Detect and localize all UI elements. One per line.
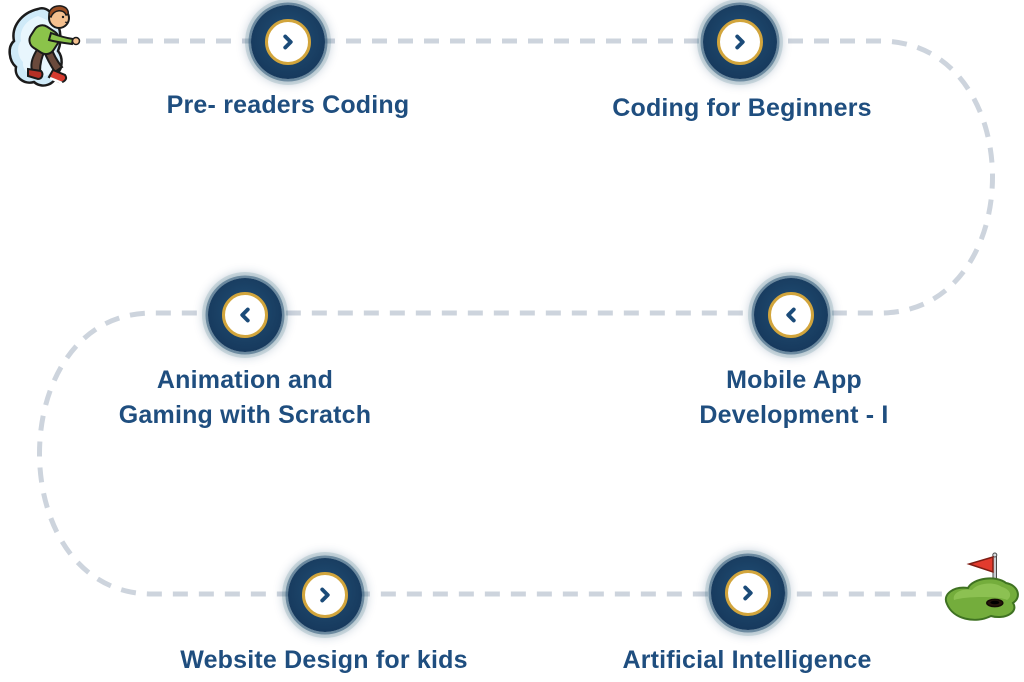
label-line: Artificial Intelligence [622,646,872,674]
chevron-badge [725,570,771,616]
label-line: Gaming with Scratch [118,401,372,429]
chevron-left-icon [240,307,250,323]
start-character-portal-illustration [8,5,81,87]
chevron-right-icon [735,34,745,50]
chevron-right-icon [283,34,293,50]
course-node-animation-gaming-scratch[interactable] [208,278,282,352]
label-line: Mobile App [726,366,862,394]
label-line: Coding for Beginners [612,94,872,122]
chevron-badge [768,292,814,338]
chevron-right-icon [743,585,753,601]
node-circle [251,5,325,79]
course-label-animation-gaming-scratch: Animation and Gaming with Scratch [119,363,371,433]
node-circle [288,558,362,632]
chevron-badge [302,572,348,618]
course-node-website-design-for-kids[interactable] [288,558,362,632]
label-line: Animation and [156,366,334,394]
course-label-pre-readers-coding: Pre- readers Coding [167,88,410,123]
course-node-mobile-app-development[interactable] [754,278,828,352]
label-line: Website Design for kids [180,646,468,674]
label-line: Pre- readers Coding [166,91,410,119]
chevron-badge [265,19,311,65]
finish-golf-flag-illustration [944,552,1019,621]
node-circle [711,556,785,630]
course-node-pre-readers-coding[interactable] [251,5,325,79]
course-label-coding-for-beginners: Coding for Beginners [612,91,872,126]
course-label-website-design-for-kids: Website Design for kids [180,643,468,678]
node-circle [703,5,777,79]
chevron-badge [222,292,268,338]
chevron-left-icon [786,307,796,323]
chevron-badge [717,19,763,65]
chevron-right-icon [320,587,330,603]
course-node-artificial-intelligence[interactable] [711,556,785,630]
course-label-mobile-app-development: Mobile App Development - I [699,363,888,433]
course-label-artificial-intelligence: Artificial Intelligence [622,643,871,678]
label-line: Development - I [699,401,889,429]
node-circle [208,278,282,352]
node-circle [754,278,828,352]
course-node-coding-for-beginners[interactable] [703,5,777,79]
